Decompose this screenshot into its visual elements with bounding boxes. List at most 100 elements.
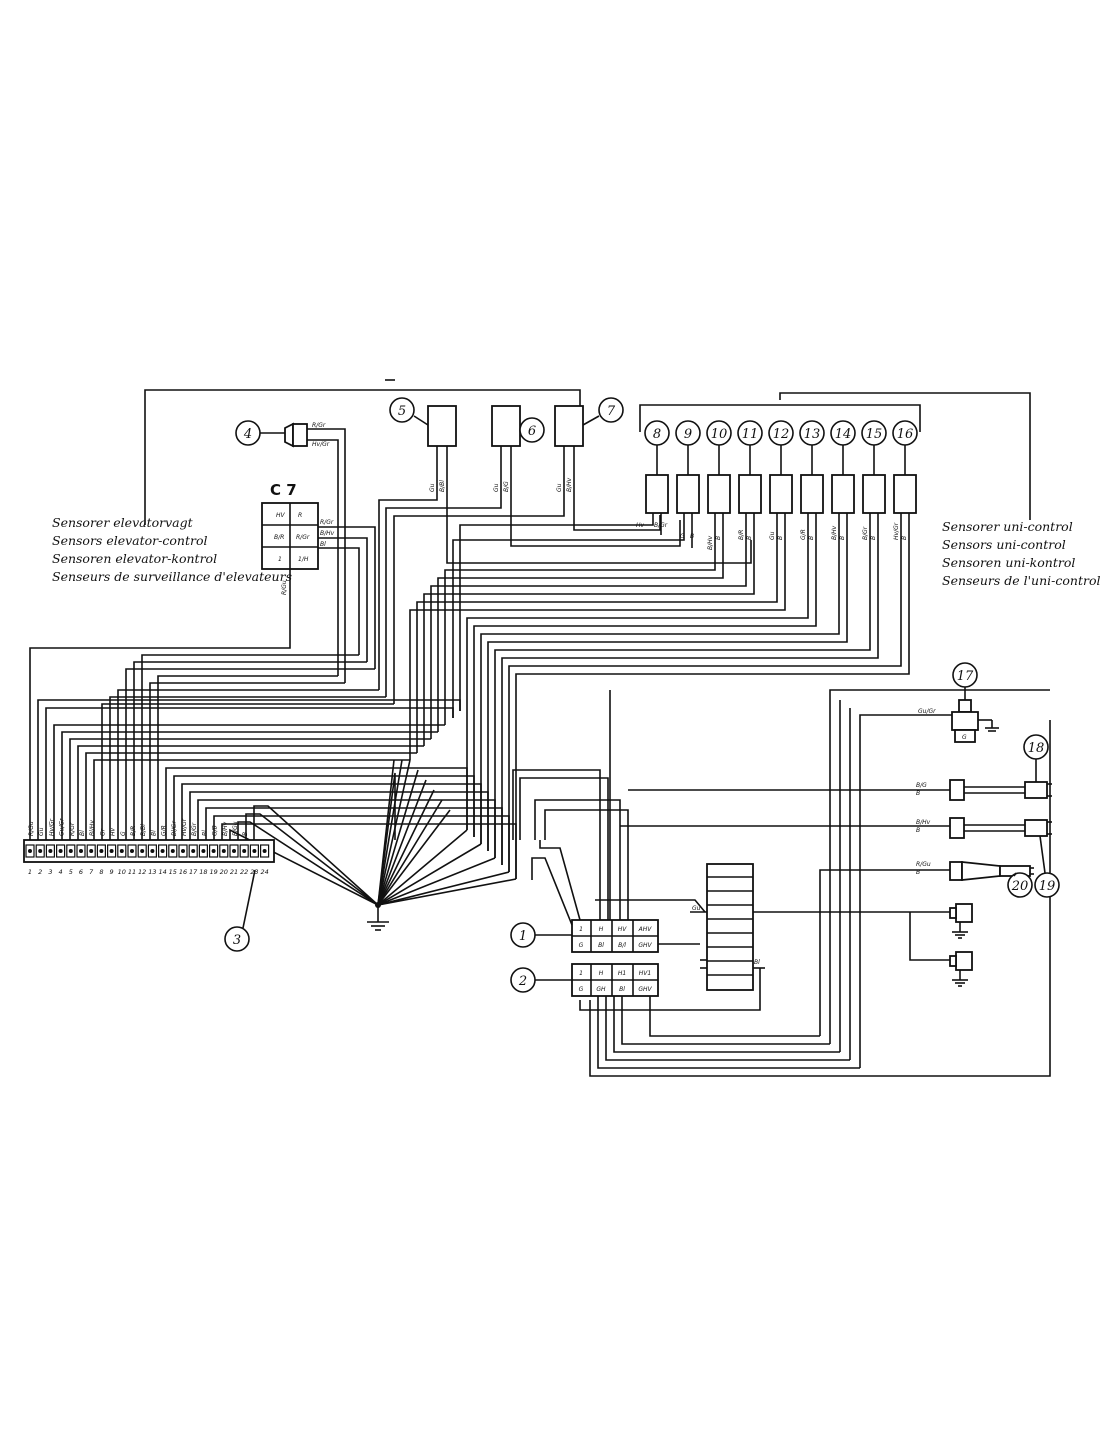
- terminal-screw-13: [150, 849, 155, 853]
- terminal-screw-11: [130, 849, 134, 853]
- terminal-screw-21: [232, 849, 236, 853]
- terminal-number-6: 6: [79, 868, 83, 876]
- terminal-number-13: 13: [148, 868, 156, 876]
- block2-text-cell-1: 1: [579, 970, 583, 977]
- terminal-screw-3: [48, 849, 53, 853]
- strip-wire-label-13: Bl: [150, 830, 157, 836]
- callout-19: 19: [1039, 879, 1056, 894]
- terminal-number-24: 24: [260, 868, 268, 876]
- terminal-number-2: 2: [38, 868, 42, 876]
- block1-text-cell-2: H: [599, 926, 604, 933]
- callout-5-top: 5: [398, 404, 406, 419]
- terminal-number-20: 20: [220, 868, 228, 876]
- legend-left-line-1: Sensorer elevatorvagt: [52, 515, 194, 530]
- ground-sensor-1: [949, 903, 973, 939]
- legend-right: Sensorer uni-control Sensors uni-control…: [942, 519, 1100, 588]
- terminal-number-16: 16: [179, 868, 187, 876]
- terminal-number-18: 18: [199, 868, 207, 876]
- terminal-number-4: 4: [59, 868, 63, 876]
- legend-right-line-2: Sensors uni-control: [942, 537, 1066, 552]
- terminal-number-11: 11: [128, 868, 136, 876]
- strip-wire-label-15: Bl/Gr: [171, 821, 178, 836]
- sensor-18: 18 B/G B: [916, 734, 1052, 801]
- strip-wire-label-4: Gu/Gr: [59, 818, 66, 836]
- connector-c7-title: C 7: [270, 481, 297, 499]
- legend-right-line-3: Sensoren uni-kontrol: [942, 555, 1075, 570]
- terminal-screw-19: [211, 849, 216, 853]
- strip-wire-label-10: G: [120, 831, 127, 836]
- callout-7: 7: [607, 404, 616, 419]
- terminal-screw-5: [68, 849, 73, 853]
- ground-sensor-2: [949, 951, 973, 987]
- horn-wire-label-1: R/Gr: [312, 422, 326, 429]
- sensor-10-wire-label-2: B: [715, 536, 722, 540]
- terminal-screw-18: [201, 849, 206, 853]
- strip-wire-label-18: Bl: [201, 830, 208, 836]
- terminal-number-3: 3: [48, 868, 52, 876]
- block1-text-cell-7: B/l: [618, 942, 626, 949]
- block1-text-cell-3: HV: [618, 926, 628, 933]
- ground-star: [367, 759, 517, 931]
- sensor-7-wire-label-2: B/Hv: [566, 477, 573, 492]
- terminal-number-1: 1: [28, 868, 32, 876]
- sensor-10-wire-label-1: B/Hv: [707, 535, 714, 550]
- sensor-6-wire-label-2: B/G: [503, 481, 510, 492]
- strip-wire-label-9: Hv: [110, 827, 117, 836]
- sensor-6: 6 Gu B/G: [385, 405, 681, 697]
- terminal-number-10: 10: [118, 868, 126, 876]
- terminal-number-19: 19: [209, 868, 217, 876]
- terminal-screw-17: [191, 849, 196, 853]
- strip-wire-label-14: G/R: [161, 825, 168, 836]
- sensor-11-wire-label-1: B/R: [738, 530, 745, 540]
- strip-wire-label-20: B/Hv: [222, 821, 229, 836]
- s19-wire-label-2: B: [916, 827, 920, 834]
- sensor-8-wire-label-2: B/Gr: [654, 522, 668, 529]
- terminal-screw-20: [221, 849, 226, 853]
- sensor-20: 20 R/Gu B: [916, 861, 1034, 898]
- block2-text-cell-7: Bl: [619, 986, 625, 993]
- strip-wire-label-8: Gr: [99, 828, 106, 836]
- c7-cell-5: 1: [278, 556, 282, 563]
- sensor-15: 15 B/Gr B: [494, 420, 887, 865]
- terminal-screw-14: [160, 849, 165, 853]
- block1-text-cell-1: 1: [579, 926, 583, 933]
- block2-text-cell-3: H1: [618, 970, 626, 977]
- callout-20: 20: [1011, 879, 1029, 894]
- terminal-number-21: 21: [230, 868, 238, 876]
- terminal-screw-4: [58, 849, 63, 853]
- terminal-screw-24: [262, 849, 267, 853]
- sensor-13: 13 G/R B: [466, 420, 825, 837]
- strip-wire-label-1: R/Gu: [28, 821, 35, 836]
- legend-right-line-4: Senseurs de l'uni-control: [942, 573, 1100, 588]
- strip-wire-label-6: Bl: [79, 830, 86, 836]
- terminal-screw-23: [252, 849, 257, 853]
- legend-left-line-2: Sensors elevator-control: [52, 533, 207, 548]
- sensor-17: 17 Gu/Gr G: [918, 662, 999, 743]
- sensor-13-wire-label-1: G/R: [800, 529, 807, 540]
- sensor-12-wire-label-1: Gu: [769, 531, 776, 540]
- c7-wire-label-4: R/Gu: [281, 580, 288, 595]
- c7-cell-4: R/Gr: [296, 534, 310, 541]
- callout-2: 2: [518, 974, 527, 989]
- callout-10: 10: [711, 427, 728, 442]
- terminal-screw-8: [99, 849, 104, 853]
- sensor-12-wire-label-2: B: [777, 536, 784, 540]
- c7-cell-3: B/R: [274, 534, 284, 541]
- strip-wire-label-22: B: [242, 832, 249, 836]
- block2-text-cell-6: GH: [596, 986, 606, 993]
- legend-left-line-4: Senseurs de surveillance d'elevateurs: [52, 569, 292, 584]
- callout-3: [224, 926, 250, 952]
- callout-8: 8: [653, 427, 661, 442]
- strip-wire-label-11: B/R: [130, 826, 137, 836]
- sensor-16: 16 Hv/Gr B: [508, 420, 918, 879]
- sensor-9-wire-label-2: B: [690, 533, 694, 540]
- sensor-16-wire-label-2: B: [901, 536, 908, 540]
- terminal-number-12: 12: [138, 868, 146, 876]
- sensor-8-wire-label-1: Hv: [636, 522, 645, 529]
- terminal-number-15: 15: [169, 868, 177, 876]
- c7-wire-label-2: B/Hv: [320, 530, 335, 537]
